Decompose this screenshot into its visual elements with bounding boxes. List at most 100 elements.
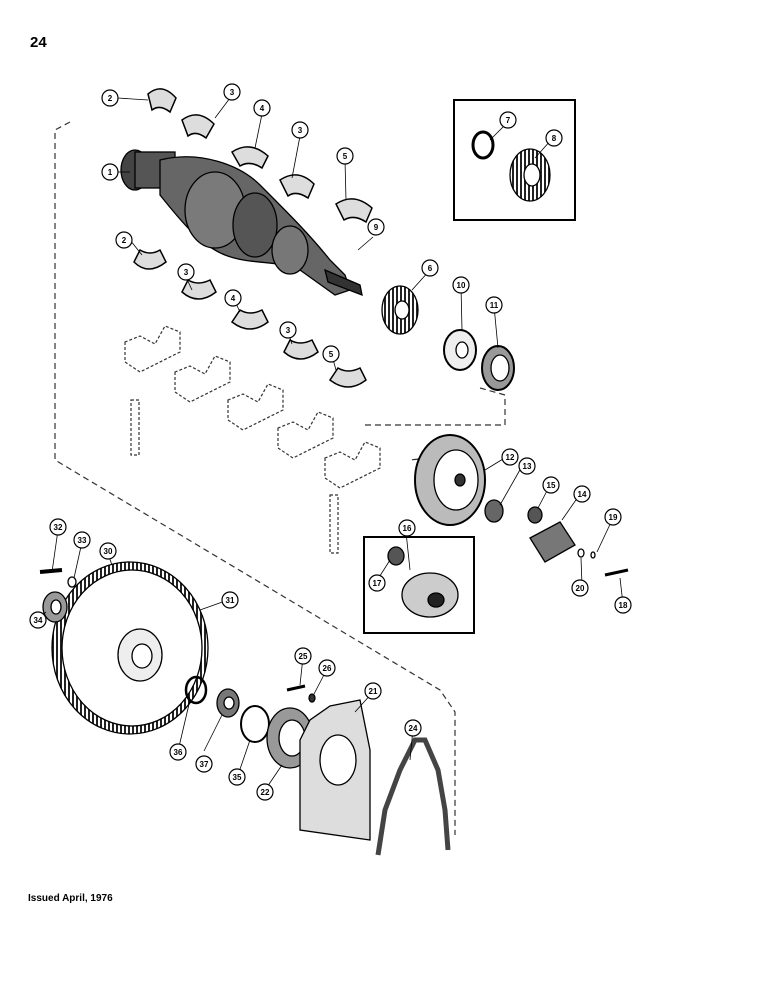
callout-14: 14 — [573, 485, 591, 503]
svg-text:1: 1 — [108, 168, 113, 177]
svg-text:2: 2 — [122, 236, 127, 245]
svg-text:16: 16 — [403, 524, 412, 533]
bracket-plate — [529, 521, 576, 563]
callout-19: 19 — [604, 508, 622, 526]
svg-text:10: 10 — [457, 281, 466, 290]
callout-12: 12 — [501, 448, 519, 466]
callout-18: 18 — [614, 596, 632, 614]
svg-text:11: 11 — [490, 301, 499, 310]
callout-34: 34 — [29, 611, 47, 629]
flywheel-assembly — [39, 561, 209, 735]
callout-26: 26 — [318, 659, 336, 677]
callout-11: 11 — [485, 296, 503, 314]
callout-31: 31 — [221, 591, 239, 609]
callout-32: 32 — [49, 518, 67, 536]
callout-22: 22 — [256, 783, 274, 801]
svg-text:37: 37 — [200, 760, 209, 769]
svg-text:4: 4 — [260, 104, 265, 113]
o-ring — [240, 705, 270, 743]
svg-text:5: 5 — [343, 152, 348, 161]
svg-text:6: 6 — [428, 264, 433, 273]
callout-5: 5 — [322, 345, 340, 363]
callout-4: 4 — [253, 99, 271, 117]
bearing-shell-5-lower — [328, 366, 367, 388]
svg-text:20: 20 — [576, 584, 585, 593]
rear-seal-assembly — [184, 675, 451, 856]
hub-bushing — [527, 506, 543, 524]
callout-7: 7 — [499, 111, 517, 129]
bearing-shell-4-lower — [230, 308, 269, 330]
snap-ring — [184, 675, 208, 705]
rear-gasket — [375, 737, 451, 856]
svg-text:14: 14 — [578, 490, 587, 499]
svg-text:24: 24 — [409, 724, 418, 733]
callout-13: 13 — [518, 457, 536, 475]
svg-text:17: 17 — [373, 579, 382, 588]
svg-text:3: 3 — [230, 88, 235, 97]
svg-text:32: 32 — [54, 523, 63, 532]
flywheel-bolt — [39, 568, 63, 574]
svg-text:30: 30 — [104, 547, 113, 556]
hub-nut — [387, 546, 405, 566]
bearing-shell-4-upper — [231, 146, 269, 170]
svg-text:15: 15 — [547, 481, 556, 490]
retainer-bolt — [286, 684, 306, 692]
callout-9: 9 — [367, 218, 385, 236]
svg-text:2: 2 — [108, 94, 113, 103]
svg-text:3: 3 — [286, 326, 291, 335]
svg-text:9: 9 — [374, 223, 379, 232]
main-bearing-caps — [124, 325, 381, 554]
callout-10: 10 — [452, 276, 470, 294]
hub-bolt — [604, 568, 629, 577]
callout-36: 36 — [169, 743, 187, 761]
hub-inset-box — [363, 536, 475, 634]
crankshaft — [120, 149, 363, 297]
svg-text:3: 3 — [298, 126, 303, 135]
callout-3: 3 — [177, 263, 195, 281]
bearing-shell-3-upper-a — [181, 114, 215, 140]
callouts: 1 2 3 4 3 5 2 3 4 3 5 7 8 9 6 10 11 12 1… — [29, 83, 632, 801]
callout-3: 3 — [279, 321, 297, 339]
callout-2: 2 — [115, 231, 133, 249]
callout-17: 17 — [368, 574, 386, 592]
inset-thrust-washer — [471, 130, 495, 160]
callout-5: 5 — [336, 147, 354, 165]
svg-text:31: 31 — [226, 596, 235, 605]
callout-1: 1 — [101, 163, 119, 181]
svg-text:34: 34 — [34, 616, 43, 625]
bearing-shell-3-upper-b — [279, 174, 315, 200]
bearing-shell-3-lower-b — [283, 338, 319, 360]
issue-date-footer: Issued April, 1976 — [28, 893, 113, 904]
callout-16: 16 — [398, 519, 416, 537]
retainer-washer — [308, 693, 316, 703]
svg-text:18: 18 — [619, 601, 628, 610]
callout-4: 4 — [224, 289, 242, 307]
svg-text:4: 4 — [231, 294, 236, 303]
callout-21: 21 — [364, 682, 382, 700]
bearing-shells — [133, 88, 373, 388]
svg-text:36: 36 — [174, 748, 183, 757]
svg-text:5: 5 — [329, 350, 334, 359]
svg-text:7: 7 — [506, 116, 511, 125]
svg-text:3: 3 — [184, 268, 189, 277]
svg-text:22: 22 — [261, 788, 270, 797]
svg-text:21: 21 — [369, 687, 378, 696]
page-number: 24 — [30, 34, 47, 51]
callout-2: 2 — [101, 89, 119, 107]
callout-25: 25 — [294, 647, 312, 665]
bearing-shell-2-lower — [133, 248, 167, 270]
svg-text:33: 33 — [78, 536, 87, 545]
svg-text:25: 25 — [299, 652, 308, 661]
gear-and-seals — [381, 130, 551, 391]
callout-3: 3 — [291, 121, 309, 139]
callout-6: 6 — [421, 259, 439, 277]
bearing-shell-3-lower-a — [181, 278, 217, 300]
callout-3: 3 — [223, 83, 241, 101]
gear-inset-box — [453, 99, 576, 221]
callout-24: 24 — [404, 719, 422, 737]
svg-text:19: 19 — [609, 513, 618, 522]
flywheel-washer — [67, 576, 77, 588]
svg-text:12: 12 — [506, 453, 515, 462]
callout-30: 30 — [99, 542, 117, 560]
